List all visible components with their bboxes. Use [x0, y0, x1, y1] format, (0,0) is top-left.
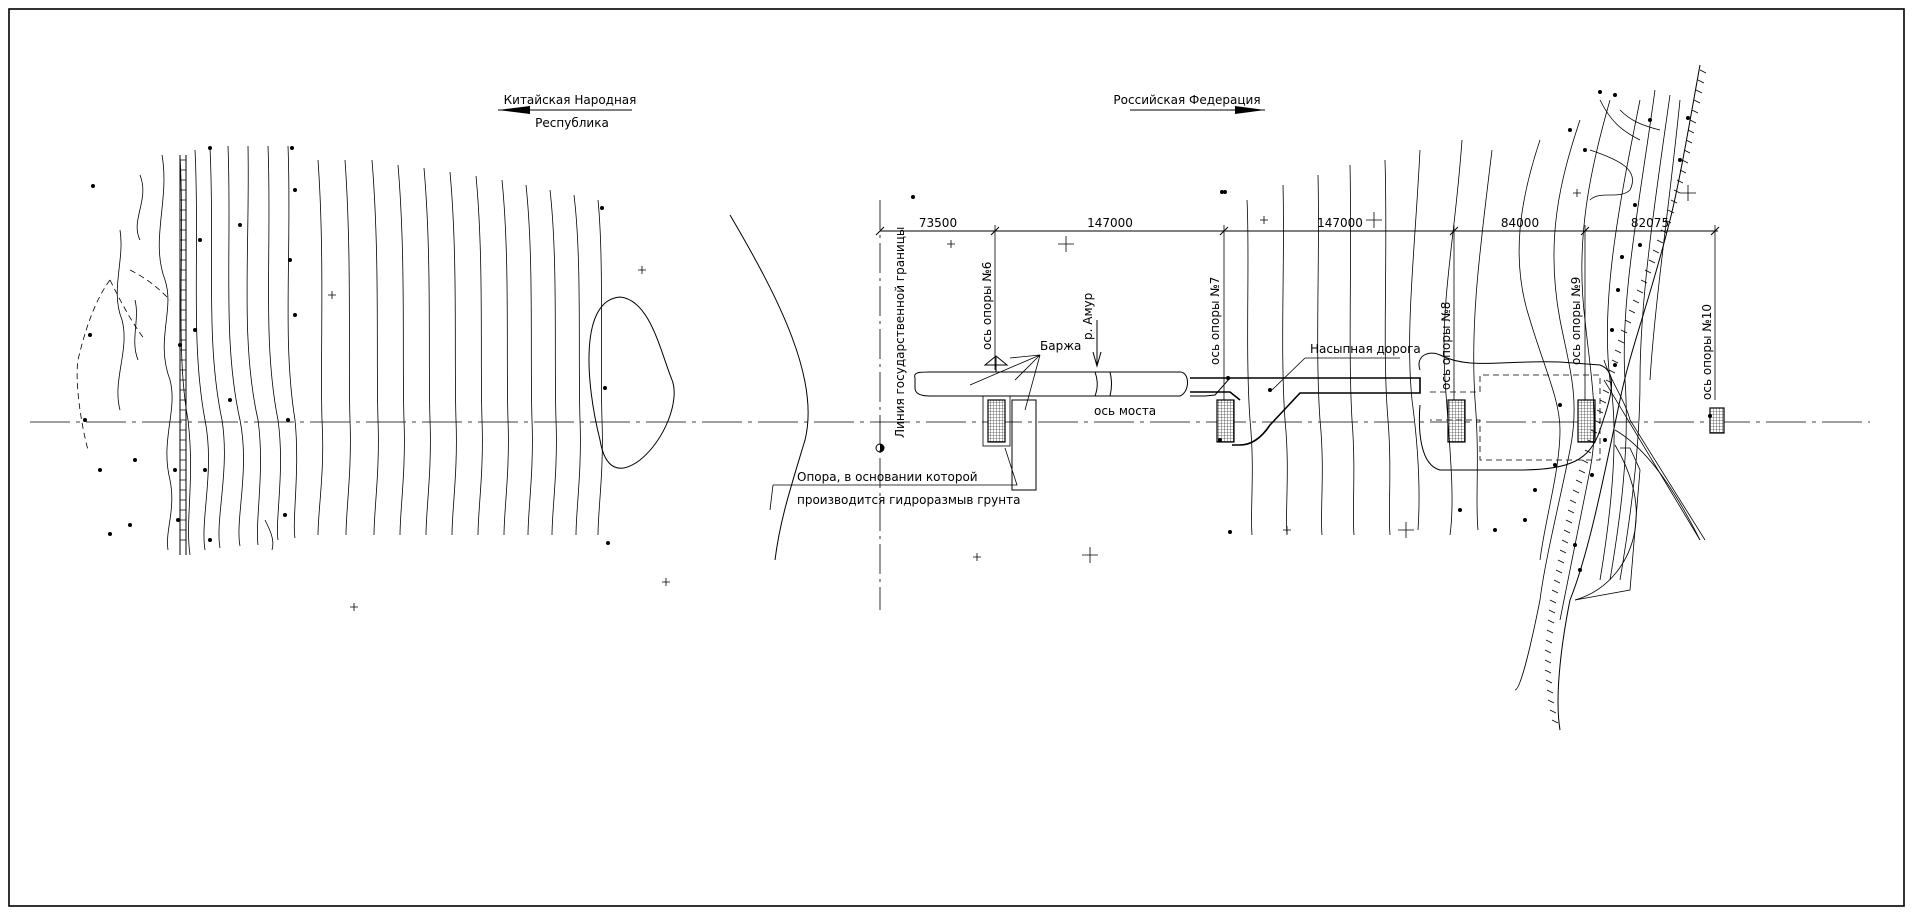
pier7-label: ось опоры №7	[1208, 277, 1222, 365]
dimension-3: 147000	[1317, 216, 1363, 230]
china-label-line2: Республика	[535, 116, 609, 130]
dimension-chain: 73500 147000 147000 84000 82075	[875, 216, 1720, 236]
pier10	[1709, 407, 1725, 434]
embankment-road	[1190, 352, 1613, 471]
pier9	[1577, 399, 1596, 443]
erosion-note-line2: производится гидроразмыв грунта	[797, 493, 1020, 507]
barge	[914, 355, 1188, 491]
barge-leaders	[969, 354, 1041, 411]
pier6	[987, 399, 1006, 443]
erosion-note-line1: Опора, в основании которой	[797, 470, 978, 484]
china-direction: Китайская Народная Республика	[498, 93, 636, 130]
dimension-1: 73500	[919, 216, 957, 230]
middle-points	[911, 190, 1224, 199]
barge-label: Баржа	[1040, 339, 1081, 353]
river-shoal	[588, 296, 675, 469]
pier6-label: ось опоры №6	[980, 262, 994, 350]
border-line-label: Линия государственной границы	[893, 227, 907, 438]
sheet-frame	[8, 8, 1905, 907]
embankment-leader	[1271, 357, 1400, 391]
embankment-label: Насыпная дорога	[1310, 342, 1421, 356]
erosion-note: Опора, в основании которой производится …	[769, 447, 1020, 511]
bridge-axis-label: ось моста	[1094, 404, 1156, 418]
russia-direction: Российская Федерация	[1113, 93, 1265, 114]
russia-label: Российская Федерация	[1113, 93, 1260, 107]
pier-axis-lines	[879, 200, 1716, 610]
pier10-label: ось опоры №10	[1700, 304, 1714, 400]
pier8	[1447, 399, 1466, 443]
dimension-2: 147000	[1087, 216, 1133, 230]
left-bank-embankment	[76, 155, 187, 555]
river-bank-curve	[729, 214, 809, 561]
left-bank-contours	[116, 145, 603, 556]
pier6-outline	[982, 395, 1011, 447]
china-label-line1: Китайская Народная	[504, 93, 637, 107]
right-bank-slope	[1544, 64, 1707, 731]
pier9-label: ось опоры №9	[1569, 277, 1583, 365]
right-bank-contours	[1246, 89, 1701, 691]
arrow-right-icon	[1235, 106, 1265, 114]
river-label: р. Амур	[1081, 293, 1095, 340]
right-bank-road	[1574, 359, 1706, 601]
grid-crosses	[328, 185, 1696, 611]
dimension-4: 84000	[1501, 216, 1539, 230]
arrow-left-icon	[498, 106, 530, 114]
pier8-label: ось опоры №8	[1439, 302, 1453, 390]
right-bank-points	[1218, 90, 1712, 572]
dimension-5: 82075	[1631, 216, 1669, 230]
river-flow-arrow-icon	[1092, 320, 1102, 368]
left-bank-points	[83, 146, 610, 545]
pier7	[1216, 399, 1235, 443]
